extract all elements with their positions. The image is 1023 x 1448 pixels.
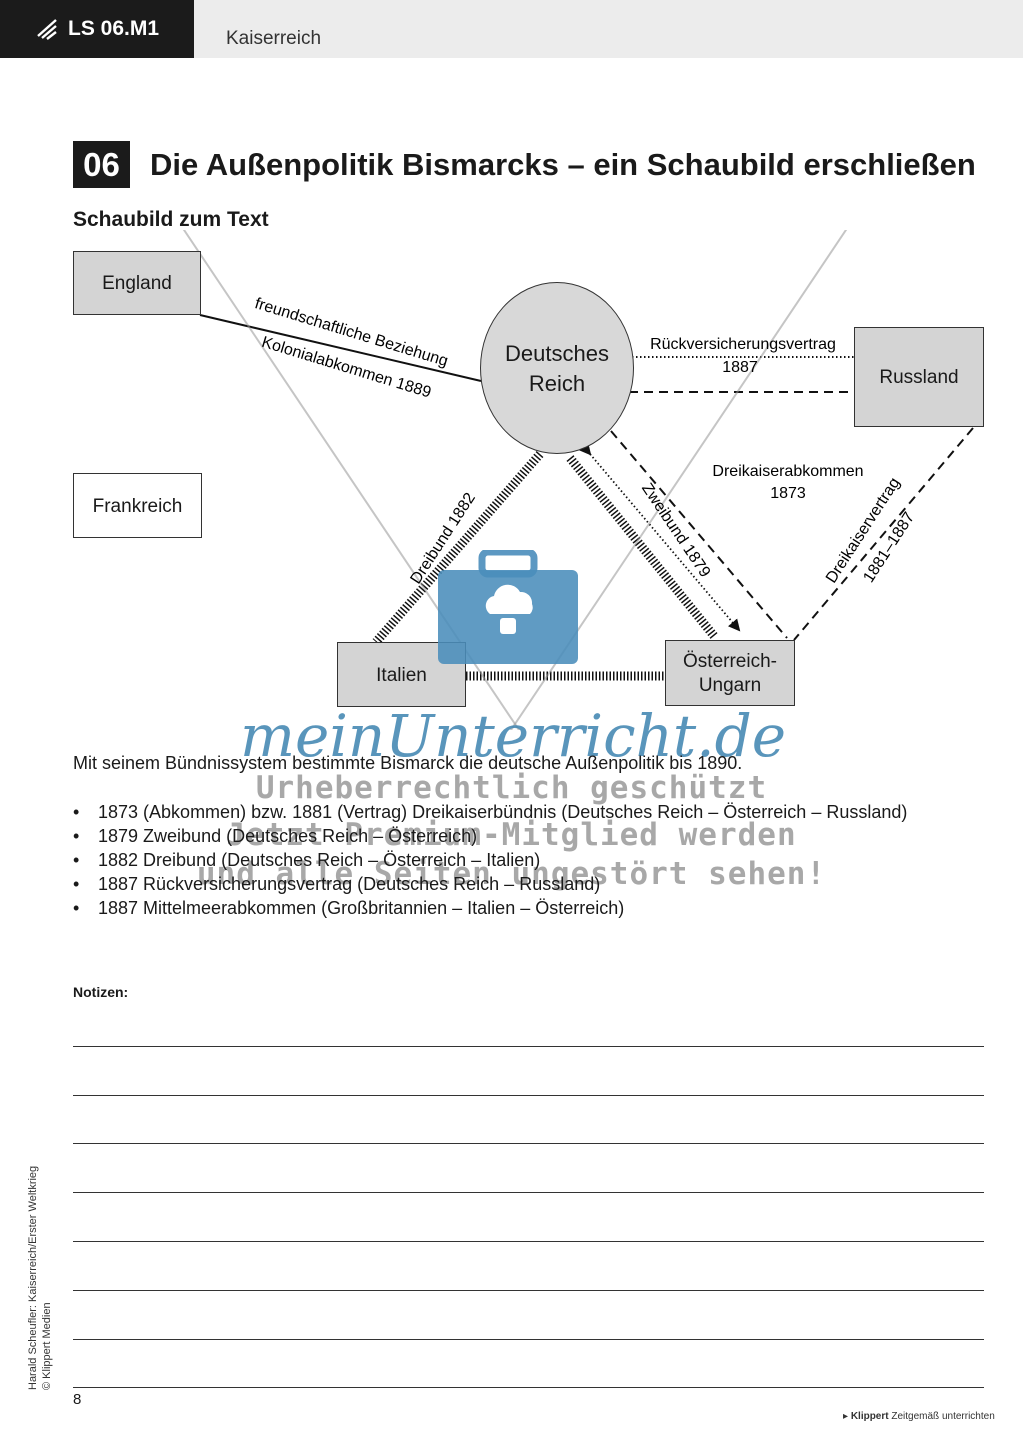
relation-label: Dreikaiserabkommen: [712, 463, 863, 480]
watermark-cross-line: [509, 230, 848, 730]
relation-label: Zweibund 1879: [638, 480, 713, 580]
node-label: England: [102, 273, 172, 294]
footer-brand-name: Klippert: [850, 1411, 889, 1422]
alliance-diagram: freundschaftliche Beziehung Kolonialabko…: [0, 230, 1023, 730]
dreikaiservertrag-line: [793, 427, 974, 641]
notes-label: Notizen:: [73, 984, 129, 1000]
node-label: Österreich-: [683, 651, 777, 672]
zweibund-line: [578, 442, 741, 632]
worksheet-title: Die Außenpolitik Bismarcks – ein Schaubi…: [150, 147, 976, 182]
footer-brand: ▸ Klippert Zeitgemäß unterrichten: [843, 1411, 995, 1422]
node-frankreich: Frankreich: [73, 473, 202, 538]
lesson-tag-text: LS 06.M1: [68, 17, 160, 40]
node-oesterreich-ungarn: Österreich- Ungarn: [665, 640, 795, 706]
relation-label: freundschaftliche Beziehung: [253, 295, 450, 370]
list-item: 1887 Mittelmeerabkommen (Großbritannien …: [73, 896, 907, 920]
diagram-connections: freundschaftliche Beziehung Kolonialabko…: [182, 230, 974, 730]
node-russland: Russland: [854, 327, 984, 427]
klippert-small-icon: ▸: [843, 1411, 849, 1422]
node-label: Reich: [528, 371, 586, 396]
watermark-site: meinUnterricht.de: [240, 702, 787, 770]
note-line: [73, 1095, 984, 1096]
note-line: [73, 1339, 984, 1340]
note-line: [73, 1290, 984, 1291]
klippert-logo-icon: [37, 19, 57, 40]
list-item: 1873 (Abkommen) bzw. 1881 (Vertrag) Drei…: [73, 800, 907, 824]
side-credit-line: © Klippert Medien: [41, 1302, 53, 1390]
relation-label: Rückversicherungsvertrag: [650, 336, 836, 353]
footer-slogan: Zeitgemäß unterrichten: [891, 1411, 995, 1422]
note-line: [73, 1241, 984, 1242]
node-label: Russland: [879, 367, 959, 388]
note-line: [73, 1387, 984, 1388]
alliance-list: 1873 (Abkommen) bzw. 1881 (Vertrag) Drei…: [73, 800, 907, 920]
page-number: 8: [73, 1391, 82, 1408]
list-item: 1882 Dreibund (Deutsches Reich – Österre…: [73, 848, 907, 872]
intro-text: Mit seinem Bündnissystem bestimmte Bisma…: [73, 753, 743, 773]
list-item: 1887 Rückversicherungsvertrag (Deutsches…: [73, 872, 907, 896]
diagram-subtitle: Schaubild zum Text: [73, 208, 269, 231]
briefcase-cloud-icon: [438, 550, 578, 664]
relation-label: 1873: [770, 485, 806, 502]
node-label: Ungarn: [698, 675, 762, 696]
side-credit-line: Harald Scheufler: Kaiserreich/Erster Wel…: [27, 1165, 39, 1390]
header-title: Kaiserreich: [226, 28, 322, 49]
note-line: [73, 1046, 984, 1047]
england-reich-line: [199, 314, 482, 382]
node-label: Deutsches: [505, 341, 609, 366]
lesson-tag: LS 06.M1: [0, 0, 194, 58]
node-label: Italien: [376, 665, 427, 686]
node-deutsches-reich: Deutsches Reich: [480, 282, 634, 454]
page-header: LS 06.M1 Kaiserreich: [0, 0, 1023, 58]
relation-label: 1887: [722, 359, 758, 376]
side-credit: Harald Scheufler: Kaiserreich/Erster Wel…: [26, 1166, 54, 1390]
dreibund-reich-italien-band: [372, 451, 544, 645]
node-label: Frankreich: [92, 496, 183, 517]
note-line: [73, 1192, 984, 1193]
note-line: [73, 1143, 984, 1144]
list-item: 1879 Zweibund (Deutsches Reich – Österre…: [73, 824, 907, 848]
header-bar: [194, 0, 1023, 58]
worksheet-number: 06: [73, 141, 130, 188]
node-england: England: [73, 251, 201, 315]
